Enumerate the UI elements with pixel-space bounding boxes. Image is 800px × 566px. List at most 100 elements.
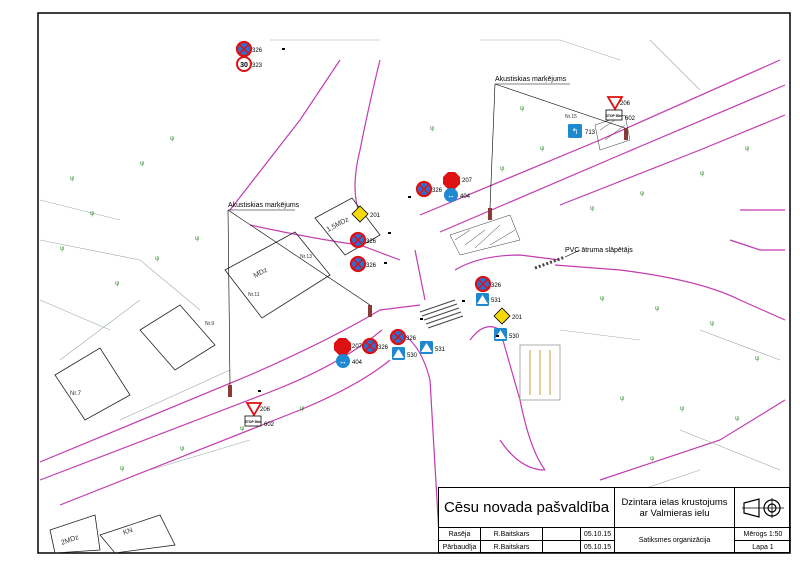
svg-text:326: 326: [378, 345, 389, 351]
svg-text:ψ: ψ: [115, 281, 119, 287]
svg-text:ψ: ψ: [300, 406, 304, 412]
organization-name: Cēsu novada pašvaldība: [439, 488, 615, 528]
title-block: Cēsu novada pašvaldība Dzintara ielas kr…: [438, 487, 791, 553]
svg-text:602: 602: [625, 116, 636, 122]
project-title: Dzintara ielas krustojums ar Valmieras i…: [615, 488, 735, 528]
sign-no-stopping-icon: 326: [415, 180, 443, 198]
svg-text:ψ: ψ: [680, 406, 684, 412]
svg-text:30: 30: [240, 62, 248, 69]
sign-stop-plate-icon: STOP 50m 602: [606, 109, 636, 122]
svg-text:ψ: ψ: [240, 426, 244, 432]
svg-text:ψ: ψ: [120, 466, 124, 472]
label-nr9: Nr.9: [205, 321, 214, 327]
svg-text:STOP 50m: STOP 50m: [606, 114, 623, 118]
page-number: Lapa 1: [752, 543, 774, 551]
svg-text:ψ: ψ: [600, 296, 604, 302]
svg-text:326: 326: [406, 336, 417, 342]
svg-text:530: 530: [407, 353, 418, 359]
building-mdz: [224, 231, 331, 319]
sign-no-stopping-icon: 326: [349, 255, 377, 273]
svg-text:201: 201: [370, 213, 381, 219]
name-checked: R.Baitskars: [481, 541, 543, 553]
svg-text:206: 206: [260, 407, 271, 413]
svg-text:713: 713: [585, 130, 596, 136]
building-2mdz: [49, 514, 101, 554]
sign-stop-icon: 207: [443, 172, 473, 189]
name-drew: R.Baitskars: [481, 528, 543, 541]
project-title-line1: Dzintara ielas krustojums: [621, 496, 728, 508]
sign-stop-icon: 207: [334, 338, 363, 355]
sign-yield-icon: 206: [606, 96, 631, 111]
svg-text:326: 326: [252, 48, 263, 54]
date-drew: 05.10.15: [581, 528, 615, 541]
svg-text:602: 602: [264, 422, 275, 428]
sign-direction-icon: ↔ 404: [336, 354, 363, 368]
sign-stop-plate-icon: STOP 50m 602: [245, 415, 275, 428]
drawing-scale: Mērogs 1:50: [735, 528, 791, 541]
blank-cell: [543, 541, 581, 553]
drawing-frame: [37, 12, 791, 554]
svg-text:ψ: ψ: [755, 356, 759, 362]
pvc-speed-bump: [534, 255, 566, 270]
svg-text:ψ: ψ: [170, 136, 174, 142]
svg-text:ψ: ψ: [520, 106, 524, 112]
svg-text:531: 531: [491, 298, 502, 304]
pvc-leader: [564, 249, 581, 258]
acoustic-label-left: Akustiskias marķējums: [228, 202, 300, 209]
label-nr7: Nr.7: [70, 391, 82, 397]
label-kn: KN: [122, 527, 134, 537]
svg-text:ψ: ψ: [655, 306, 659, 312]
building-nr7: [54, 347, 131, 421]
date-checked: 05.10.15: [581, 541, 615, 553]
sign-crossing-icon: 531: [476, 293, 502, 306]
role-checked: Pārbaudīja: [439, 541, 481, 553]
svg-text:404: 404: [352, 360, 363, 366]
svg-text:ψ: ψ: [540, 146, 544, 152]
svg-text:530: 530: [509, 334, 520, 340]
svg-text:ψ: ψ: [195, 236, 199, 242]
svg-text:323: 323: [252, 63, 263, 69]
svg-text:326: 326: [432, 188, 443, 194]
role-drew: Rasēja: [439, 528, 481, 541]
sign-priority-road-icon: 201: [493, 307, 523, 325]
project-title-line2: ar Valmieras ielu: [639, 507, 710, 519]
sign-info-icon: ↰ 713: [568, 124, 596, 138]
svg-text:207: 207: [352, 344, 363, 350]
svg-text:↔: ↔: [447, 191, 455, 200]
label-nr11: Nr.11: [248, 292, 260, 298]
traffic-signs: 326 30 323 206 STOP 50m 602 ↰ 713 207: [235, 40, 636, 428]
svg-text:ψ: ψ: [140, 161, 144, 167]
pvc-bump-label: PVC ātruma slāpētājs: [565, 247, 633, 254]
svg-text:ψ: ψ: [90, 211, 94, 217]
label-nr15: Nr.15: [565, 114, 577, 120]
svg-text:206: 206: [620, 101, 631, 107]
svg-text:ψ: ψ: [710, 321, 714, 327]
parking-lot: [519, 344, 561, 401]
svg-text:↰: ↰: [572, 127, 579, 136]
crosswalk: [419, 299, 464, 329]
blank-cell: [543, 528, 581, 541]
svg-text:ψ: ψ: [745, 146, 749, 152]
svg-text:207: 207: [462, 178, 473, 184]
sign-yield-icon: 206: [245, 402, 271, 417]
svg-text:ψ: ψ: [620, 396, 624, 402]
svg-text:ψ: ψ: [60, 246, 64, 252]
svg-text:ψ: ψ: [590, 206, 594, 212]
sign-no-stopping-icon: 326: [474, 275, 502, 293]
svg-text:326: 326: [491, 283, 502, 289]
svg-text:ψ: ψ: [700, 171, 704, 177]
svg-text:ψ: ψ: [650, 456, 654, 462]
leader-lines: [227, 83, 626, 386]
projection-symbol: [735, 488, 791, 528]
drawing-description: Satiksmes organizācija: [615, 528, 735, 553]
sign-no-stopping-icon: 326: [389, 328, 417, 346]
acoustic-label-top: Akustiskias marķējums: [495, 76, 567, 83]
sign-posts: [258, 48, 499, 392]
svg-text:ψ: ψ: [735, 416, 739, 422]
svg-text:ψ: ψ: [430, 126, 434, 132]
building-nr9: [139, 304, 216, 371]
sign-speed-limit-icon: 30 323: [236, 56, 263, 72]
svg-text:201: 201: [512, 315, 523, 321]
